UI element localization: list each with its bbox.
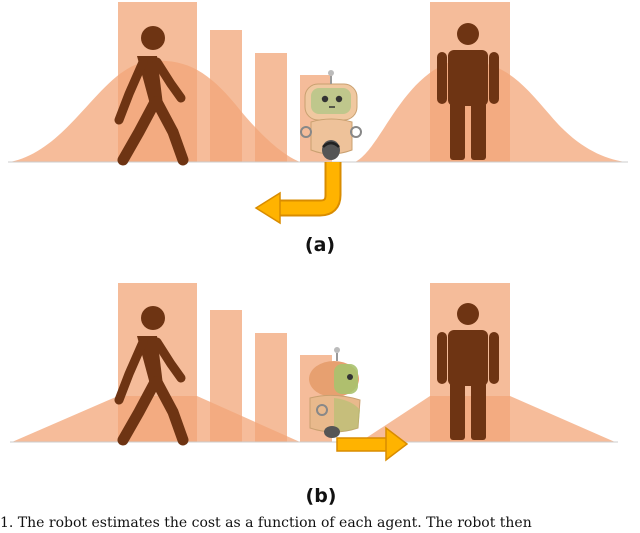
figure-caption: 1. The robot estimates the cost as a fun… bbox=[0, 515, 532, 531]
cost-bar-2 bbox=[255, 53, 287, 162]
robot-icon bbox=[300, 70, 362, 160]
cost-bar-1 bbox=[210, 310, 242, 442]
cost-bar-2 bbox=[255, 333, 287, 442]
arrow-icon bbox=[254, 162, 342, 225]
panel-a-label: (a) bbox=[305, 234, 335, 256]
panel-b: (b) bbox=[10, 283, 618, 507]
panel-b-label: (b) bbox=[306, 485, 337, 507]
panel-a: (a) bbox=[8, 2, 628, 256]
cost-bar-1 bbox=[210, 30, 242, 162]
robot-icon bbox=[309, 347, 361, 438]
arrow-icon bbox=[336, 426, 409, 462]
